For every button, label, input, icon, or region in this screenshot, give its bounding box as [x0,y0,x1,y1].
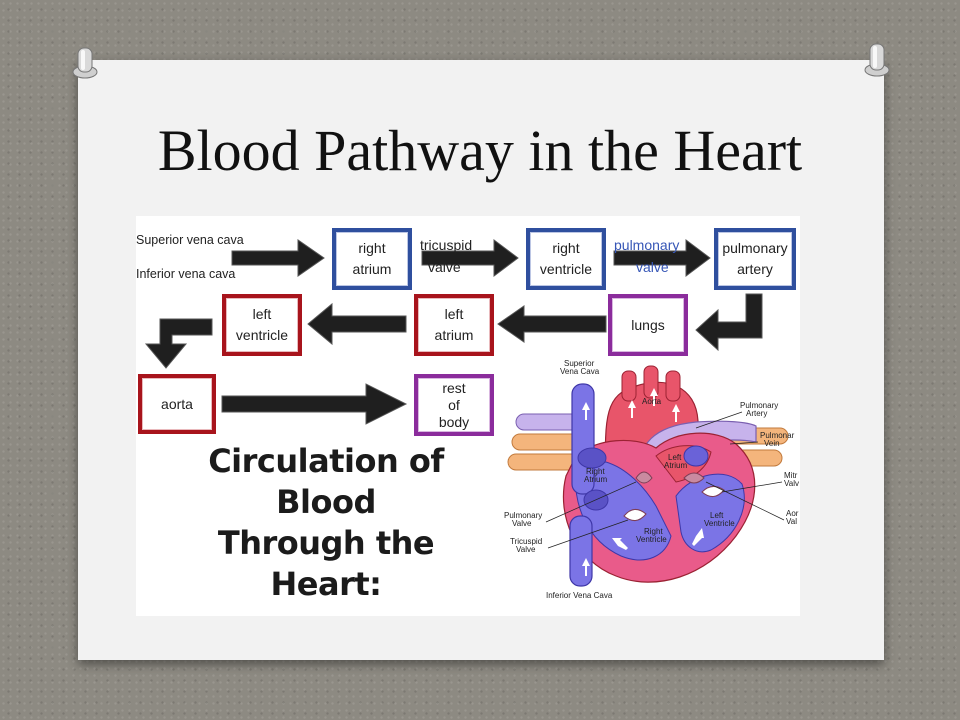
label-aortic-valve: Val [786,517,797,526]
arrow-bent-down [144,318,213,369]
arrow-left [307,302,407,346]
arrow-right [613,239,711,277]
label-tricuspid-valve: Tricuspid [510,537,542,546]
label-pulmonary-valve: Valve [512,519,532,528]
flow-arrows [144,239,763,425]
pushpin-icon [68,44,98,79]
pushpin-icon [860,40,890,77]
label-right-atrium: Atrium [584,475,607,484]
label-aortic-valve: Aor [786,509,799,518]
label-tricuspid-valve: Valve [516,545,536,554]
circulation-diagram-panel: Superior vena cava Inferior vena cava ri… [136,216,800,616]
label-right-ventricle: Ventricle [636,535,667,544]
label-left-atrium: Left [668,453,682,462]
inferior-vena-cava-label: Inferior vena cava [136,267,236,281]
superior-vena-cava-label: Superior vena cava [136,233,244,247]
lungs-box: lungs [608,294,688,356]
label-pulmonary-artery: Pulmonary [740,401,778,410]
label-pulmonary-vein: Vein [764,439,780,448]
arrow-bent-left [695,293,763,352]
label-pulmonary-vein: Pulmonar [760,431,795,440]
pulmonary-valve-label: pulmonary valve [614,237,680,275]
label-aorta: Aorta [642,397,662,406]
label-pulmonary-valve: Pulmonary [504,511,542,520]
slide-title: Blood Pathway in the Heart [157,118,803,183]
label-superior-vena-cava: Vena Cava [560,367,600,376]
label-mitral-valve: Mitr [784,471,798,480]
arrow-right [231,239,325,277]
aorta-box: aorta [138,374,216,434]
arrow-right [421,239,519,277]
tricuspid-valve-label: tricuspid valve [420,237,473,275]
label-pulmonary-artery: Artery [746,409,767,418]
arrow-left [497,305,607,343]
label-left-ventricle: Left [710,511,724,520]
arrow-right [221,383,408,425]
label-superior-vena-cava: Superior [564,359,595,368]
heart-anatomy [507,365,789,587]
label-left-ventricle: Ventricle [704,519,735,528]
circulation-caption: Circulation of Blood Through the Heart: [208,442,444,603]
label-right-atrium: Right [586,467,605,476]
label-left-atrium: Atrium [664,461,687,470]
label-inferior-vena-cava: Inferior Vena Cava [546,591,613,600]
label-mitral-valve: Valv [784,479,799,488]
heart-illustration: Superior Vena Cava Aorta Pulmonary Arter… [504,359,799,600]
label-right-ventricle: Right [644,527,663,536]
